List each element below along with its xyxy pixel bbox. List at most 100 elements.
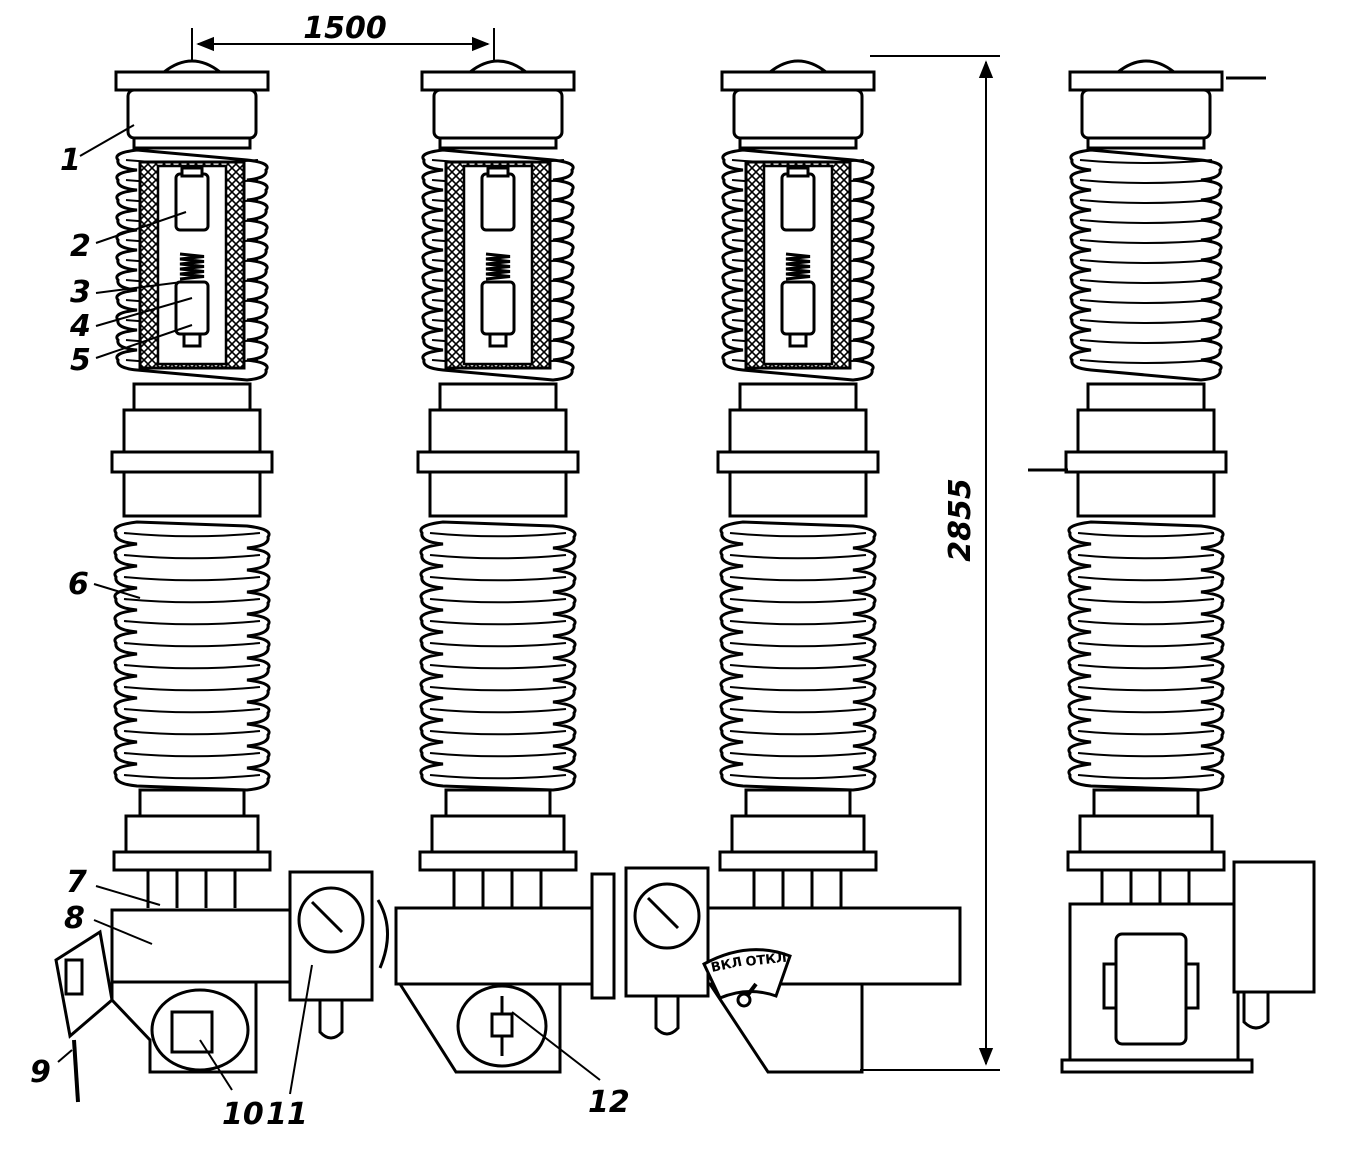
contact-spring — [485, 252, 511, 281]
lower-cylinder — [730, 814, 866, 854]
callout-7: 7 — [66, 865, 87, 900]
shed-line — [729, 620, 867, 626]
shed-line — [1079, 199, 1213, 204]
lower-neck — [138, 788, 246, 818]
contact-tip — [786, 166, 810, 178]
shed-line — [123, 664, 261, 670]
shed-line — [729, 554, 867, 560]
cap-flange — [720, 70, 876, 92]
shed-line — [729, 576, 867, 582]
shed-line — [1079, 239, 1213, 244]
control-cabinet — [1232, 860, 1316, 994]
cap-body — [432, 88, 564, 140]
shed-line — [429, 620, 567, 626]
support-right — [707, 982, 864, 1074]
upper-insulator — [1069, 148, 1223, 382]
shed-line — [429, 752, 567, 758]
shed-line — [429, 664, 567, 670]
pressure-gauge-1 — [288, 870, 374, 1040]
shed-line — [429, 532, 567, 538]
lower-collar — [122, 470, 262, 518]
callout-4: 4 — [69, 309, 91, 344]
cap-dome — [159, 59, 225, 74]
gauge-pipe — [318, 1000, 344, 1040]
shed-line — [1077, 598, 1215, 604]
callout-1: 1 — [60, 143, 81, 178]
shed-line — [729, 774, 867, 780]
moving-contact — [480, 280, 516, 336]
callout-12: 12 — [588, 1085, 630, 1120]
interrupter-chamber — [1069, 148, 1223, 382]
shed-line — [429, 708, 567, 714]
middle-flange-section — [416, 382, 580, 518]
lower-insulator — [719, 520, 877, 792]
pressure-gauge-2 — [624, 866, 710, 1036]
shed-line — [1077, 554, 1215, 560]
lower-collar — [428, 470, 568, 518]
shed-line — [429, 576, 567, 582]
indicator-hub — [736, 992, 752, 1008]
lower-neck — [1092, 788, 1200, 818]
shed-line — [123, 686, 261, 692]
side-base-foot — [1060, 1058, 1254, 1074]
middle-flange — [716, 450, 880, 474]
contact-tip — [486, 166, 510, 178]
middle-flange — [1064, 450, 1228, 474]
cap-flange — [1068, 70, 1224, 92]
upper-insulator-outline — [1069, 148, 1223, 382]
upper-collar — [122, 408, 262, 454]
gauge-pipe — [654, 996, 680, 1036]
interrupter-chamber — [721, 148, 875, 382]
upper-neck — [1086, 382, 1206, 412]
lower-base-section — [1066, 788, 1226, 908]
cabinet-conduit — [1242, 992, 1270, 1030]
moving-contact — [780, 280, 816, 336]
side-bracket-left — [1102, 962, 1118, 1010]
shed-line — [429, 554, 567, 560]
lower-insulator-outline — [1067, 520, 1225, 792]
lower-neck — [744, 788, 852, 818]
cap-flange — [114, 70, 270, 92]
shed-line — [1077, 620, 1215, 626]
switch-on-label: ВКЛ — [710, 955, 744, 976]
shed-line — [429, 686, 567, 692]
lower-insulator — [113, 520, 271, 792]
shed-line — [1077, 730, 1215, 736]
shed-line — [1077, 708, 1215, 714]
mechanism-housing-middle — [394, 906, 598, 986]
interphase-coupling — [590, 872, 616, 1000]
fixed-contact — [480, 172, 516, 232]
middle-flange-section — [110, 382, 274, 518]
connecting-tube-1 — [376, 899, 390, 969]
callout-8: 8 — [64, 901, 85, 936]
side-mechanism-block — [1114, 932, 1188, 1046]
cap-body — [732, 88, 864, 140]
shed-line — [123, 752, 261, 758]
shed-line — [729, 686, 867, 692]
shed-line — [1077, 532, 1215, 538]
contact-rod — [182, 332, 202, 348]
dimension-lines — [191, 28, 1000, 1071]
shed-line — [123, 532, 261, 538]
shed-line — [1079, 219, 1213, 224]
lower-cylinder — [1078, 814, 1214, 854]
shed-line — [429, 642, 567, 648]
cap-neck — [1086, 136, 1206, 150]
gauge-needle — [646, 896, 680, 930]
shed-line — [729, 642, 867, 648]
callout-6: 6 — [68, 567, 89, 602]
shed-line — [429, 598, 567, 604]
cap-neck — [438, 136, 558, 150]
upper-collar — [428, 408, 568, 454]
fixed-contact — [780, 172, 816, 232]
shed-line — [1079, 339, 1213, 344]
dimension-pole-spacing: 1500 — [303, 11, 387, 46]
side-bracket-right — [1184, 962, 1200, 1010]
middle-flange-section — [716, 382, 880, 518]
lower-cylinder — [430, 814, 566, 854]
shed-line — [1079, 359, 1213, 364]
switch-off-label: ОТКЛ — [745, 951, 788, 970]
callout-9: 9 — [30, 1055, 51, 1090]
